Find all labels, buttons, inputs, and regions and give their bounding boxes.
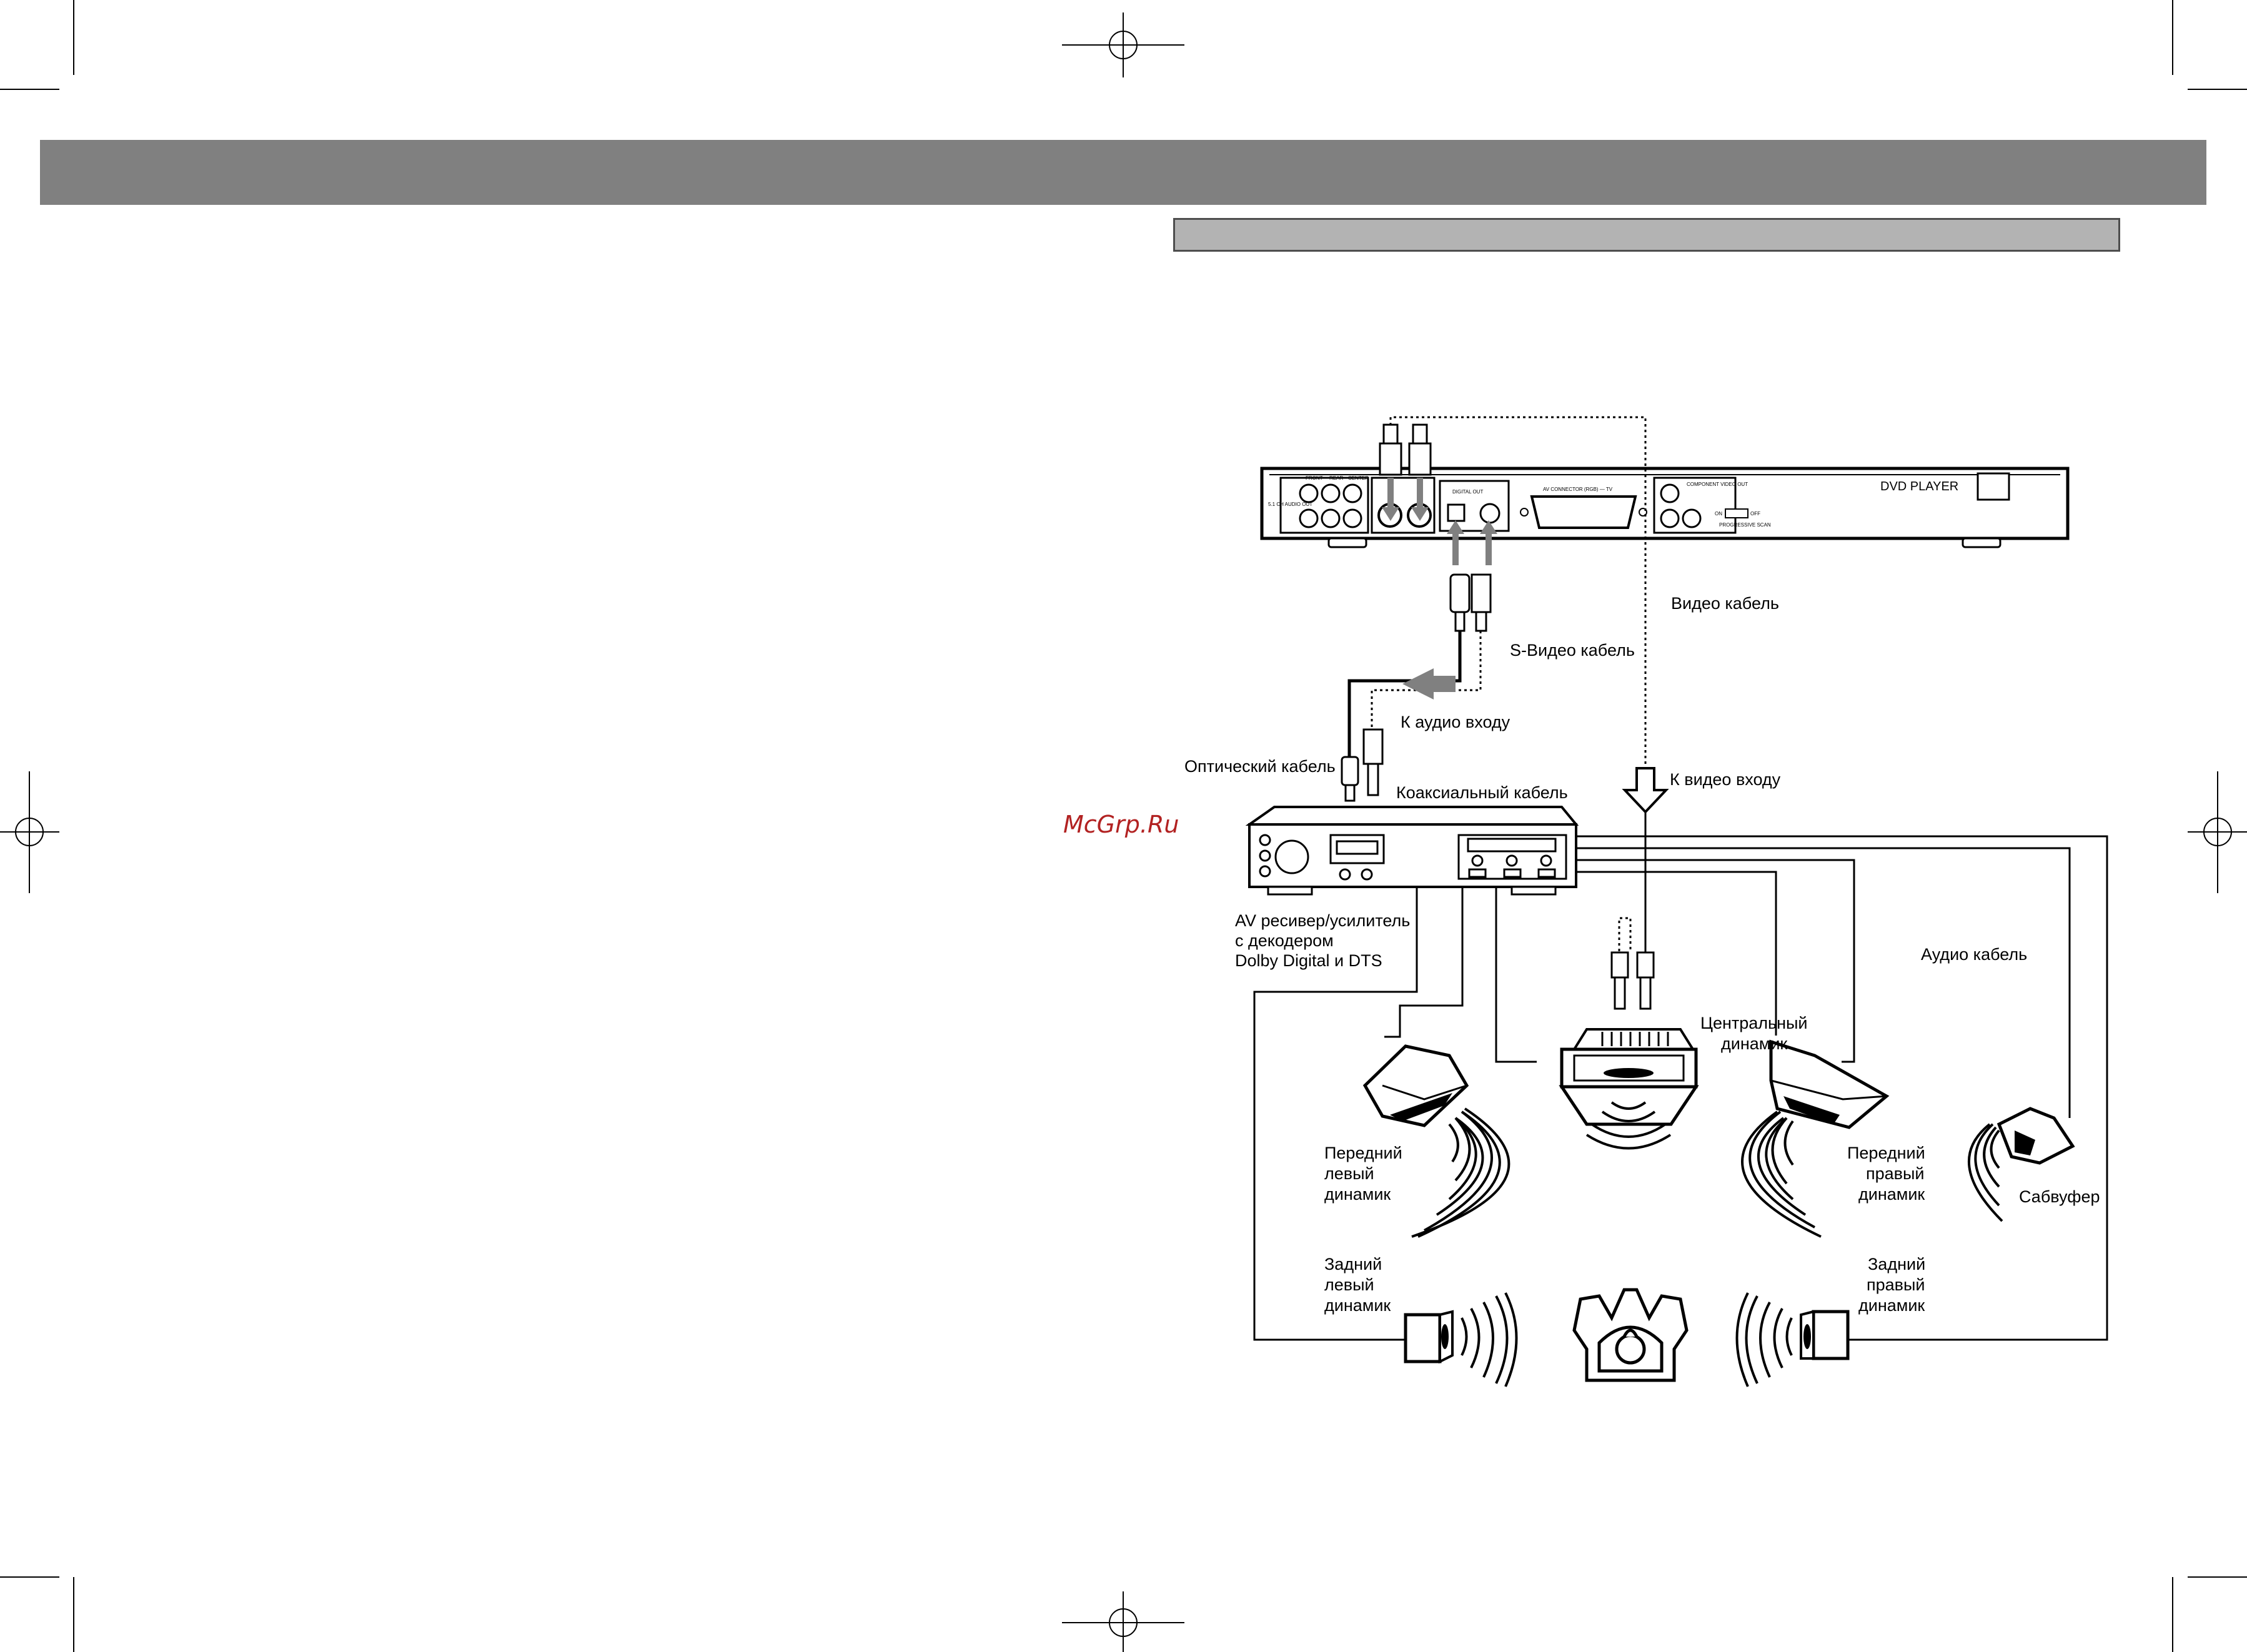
center-speaker-line-1: Центральный <box>1700 1014 1808 1032</box>
dvd-player: 5.1 CH AUDIO OUT FRONT REAR CENTER DIGIT… <box>1260 467 2070 548</box>
center-label: CENTER <box>1348 475 1369 481</box>
front-left-speaker <box>1362 1044 1510 1238</box>
video-input-arrow <box>1622 767 1669 814</box>
rear-right-line-2: правый <box>1867 1275 1925 1294</box>
rear-right-speaker <box>1735 1292 1850 1387</box>
dvd-arrows <box>1382 478 1497 565</box>
component-out-label: COMPONENT VIDEO OUT <box>1687 482 1748 487</box>
av-receiver-line-2: с декодером <box>1235 931 1334 950</box>
digital-out-label: DIGITAL OUT <box>1452 489 1483 495</box>
av-receiver-line-3: Dolby Digital и DTS <box>1235 951 1382 970</box>
coaxial-cable-label: Коаксиальный кабель <box>1396 783 1568 802</box>
watermark: McGrp.Ru <box>1063 811 1179 838</box>
front-left-line-2: левый <box>1324 1164 1374 1183</box>
rear-left-line-1: Задний <box>1324 1255 1382 1274</box>
to-video-input-label: К видео входу <box>1670 770 1781 789</box>
audio-input-arrow <box>1402 668 1456 700</box>
audio-cable-label: Аудио кабель <box>1921 945 2027 964</box>
center-plugs <box>1610 951 1655 1010</box>
front-label: FRONT <box>1306 475 1323 481</box>
on-label: ON <box>1715 511 1722 517</box>
front-right-speaker <box>1741 1039 1890 1238</box>
rear-left-speaker <box>1404 1292 1518 1387</box>
front-left-line-1: Передний <box>1324 1144 1402 1162</box>
video-cable-label: Видео кабель <box>1671 594 1779 613</box>
front-left-line-3: динамик <box>1324 1185 1391 1204</box>
ch51-label: 5.1 CH AUDIO OUT <box>1268 502 1312 507</box>
listener-figure <box>1572 1288 1689 1382</box>
svideo-cable-label: S-Видео кабель <box>1510 641 1635 660</box>
header-bar <box>40 140 2206 205</box>
av-connector-label: AV CONNECTOR (RGB) — TV <box>1543 487 1613 492</box>
av-receiver-line-1: AV ресивер/усилитель <box>1235 911 1410 930</box>
to-audio-input-label: К аудио входу <box>1401 713 1510 731</box>
subwoofer <box>1968 1107 2075 1222</box>
receiver-input-plugs <box>1341 728 1384 802</box>
center-speaker <box>1559 1028 1699 1150</box>
av-receiver <box>1245 806 1579 896</box>
rear-right-line-3: динамик <box>1858 1296 1925 1315</box>
rear-label: REAR <box>1329 475 1343 481</box>
rear-left-line-3: динамик <box>1324 1296 1391 1315</box>
front-right-line-3: динамик <box>1858 1185 1925 1204</box>
optical-cable-label: Оптический кабель <box>1184 757 1336 776</box>
center-speaker-line-2: динамик <box>1721 1034 1787 1053</box>
diagram-labels: Видео кабель S-Видео кабель К аудио вход… <box>1184 594 2100 1315</box>
front-right-line-2: правый <box>1866 1164 1925 1183</box>
rear-right-line-1: Задний <box>1868 1255 1925 1274</box>
subwoofer-label: Сабвуфер <box>2019 1187 2100 1206</box>
front-right-line-1: Передний <box>1847 1144 1925 1162</box>
section-title-bar <box>1173 218 2120 252</box>
progressive-label: PROGRESSIVE SCAN <box>1719 522 1771 528</box>
dvd-player-label: DVD PLAYER <box>1880 480 1958 493</box>
top-plugs <box>1379 423 1432 476</box>
off-label: OFF <box>1750 511 1760 517</box>
digital-plugs <box>1449 573 1492 632</box>
rear-left-line-2: левый <box>1324 1275 1374 1294</box>
